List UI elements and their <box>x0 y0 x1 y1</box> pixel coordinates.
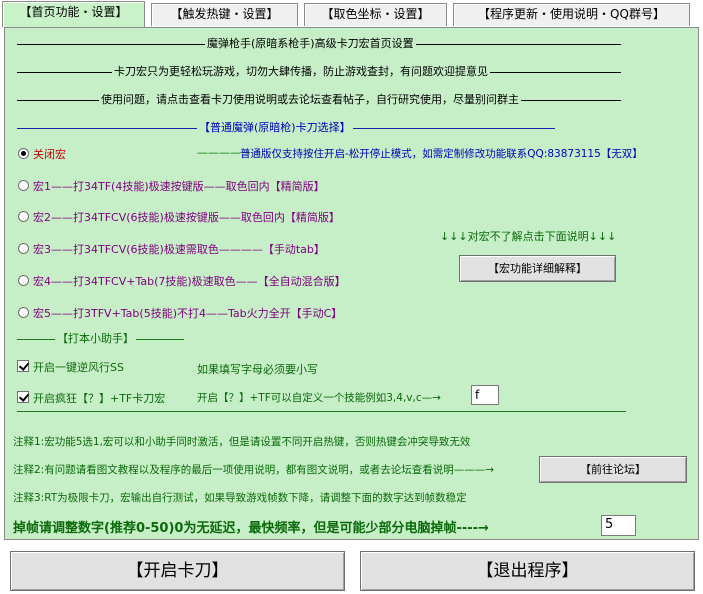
header-notice: 卡刀宏只为更轻松玩游戏，切勿大肆传播，防止游戏查封，有问题欢迎提意见 <box>112 65 490 79</box>
frame-delay-label: 掉帧请调整数字(推荐0-50)0为无延迟，最快频率，但是可能少部分电脑掉帧---… <box>13 521 489 536</box>
note-2: 注释2:有问题请看图文教程以及程序的最后一项使用说明，都有图文说明，或者去论坛查… <box>13 464 495 476</box>
macro-section-title: 【普通魔弹(原暗枪)卡刀选择】 <box>197 121 353 135</box>
macro-option-3-radio[interactable] <box>18 243 29 254</box>
macro-option-off-radio[interactable] <box>18 148 29 159</box>
macro-option-4-radio[interactable] <box>18 275 29 286</box>
macro-detail-button[interactable]: 【宏功能详细解释】 <box>459 255 616 282</box>
macro-option-2-label[interactable]: 宏2——打34TFCV(6技能)极速按键版——取色回内【精简版】 <box>33 211 340 224</box>
lowercase-hint: 如果填写字母必须要小写 <box>197 363 318 376</box>
exit-program-button[interactable]: 【退出程序】 <box>360 551 695 591</box>
custom-skill-input[interactable]: f <box>471 385 499 405</box>
crazy-macro-checkbox[interactable] <box>17 391 29 403</box>
info-text: 普通版仅支持按住开启-松开停止模式，如需定制修改功能联系QQ:83873115【… <box>240 148 643 160</box>
tab-hotkey-settings[interactable]: 【触发热键・设置】 <box>151 3 298 26</box>
ss-checkbox-label[interactable]: 开启一键逆风行SS <box>33 361 124 374</box>
header-title: 魔弹枪手(原暗系枪手)高级卡刀宏首页设置 <box>205 37 416 51</box>
helper-bottom-divider <box>17 411 626 412</box>
tab-color-coords-settings[interactable]: 【取色坐标・设置】 <box>304 3 447 26</box>
header-usage: 使用问题，请点击查看卡刀使用说明或去论坛查看帖子，自行研究使用，尽量别问群主 <box>99 93 521 107</box>
macro-option-1-radio[interactable] <box>18 180 29 191</box>
macro-hint-text: ↓↓↓对宏不了解点击下面说明↓↓↓ <box>440 230 617 243</box>
frame-delay-input[interactable]: 5 <box>601 515 636 536</box>
ss-checkbox[interactable] <box>17 360 29 372</box>
macro-option-5-radio[interactable] <box>18 307 29 318</box>
note-1: 注释1:宏功能5选1,宏可以和小助手同时激活，但是请设置不同开启热键，否则热键会… <box>13 436 471 448</box>
note-3: 注释3:RT为极限卡刀，宏输出自行测试，如果导致游戏帧数下降，请调整下面的数字达… <box>13 492 467 504</box>
crazy-macro-label[interactable]: 开启疯狂【？】+TF卡刀宏 <box>33 392 166 405</box>
start-macro-button[interactable]: 【开启卡刀】 <box>10 551 345 591</box>
tab-update-help-qq[interactable]: 【程序更新・使用说明・QQ群号】 <box>453 3 690 26</box>
macro-option-off-label[interactable]: 关闭宏 <box>33 148 66 161</box>
helper-section-title: 【打本小助手】 <box>55 332 136 346</box>
info-arrow: ————→ <box>197 146 251 159</box>
macro-option-2-radio[interactable] <box>18 211 29 222</box>
macro-option-5-label[interactable]: 宏5——打3TFV+Tab(5技能)不打4——Tab火力全开【手动C】 <box>33 307 343 320</box>
forum-button[interactable]: 【前往论坛】 <box>539 456 687 483</box>
tab-home-settings[interactable]: 【首页功能・设置】 <box>2 1 145 27</box>
macro-option-3-label[interactable]: 宏3——打34TFCV(6技能)极速需取色————【手动tab】 <box>33 243 325 256</box>
main-panel <box>4 27 699 540</box>
custom-skill-label: 开启【？】+TF可以自定义一个技能例如3,4,v,c—→ <box>197 392 441 404</box>
macro-option-1-label[interactable]: 宏1——打34TF(4技能)极速按键版——取色回内【精简版】 <box>33 180 325 193</box>
macro-option-4-label[interactable]: 宏4——打34TFCV+Tab(7技能)极速取色——【全自动混合版】 <box>33 275 346 288</box>
